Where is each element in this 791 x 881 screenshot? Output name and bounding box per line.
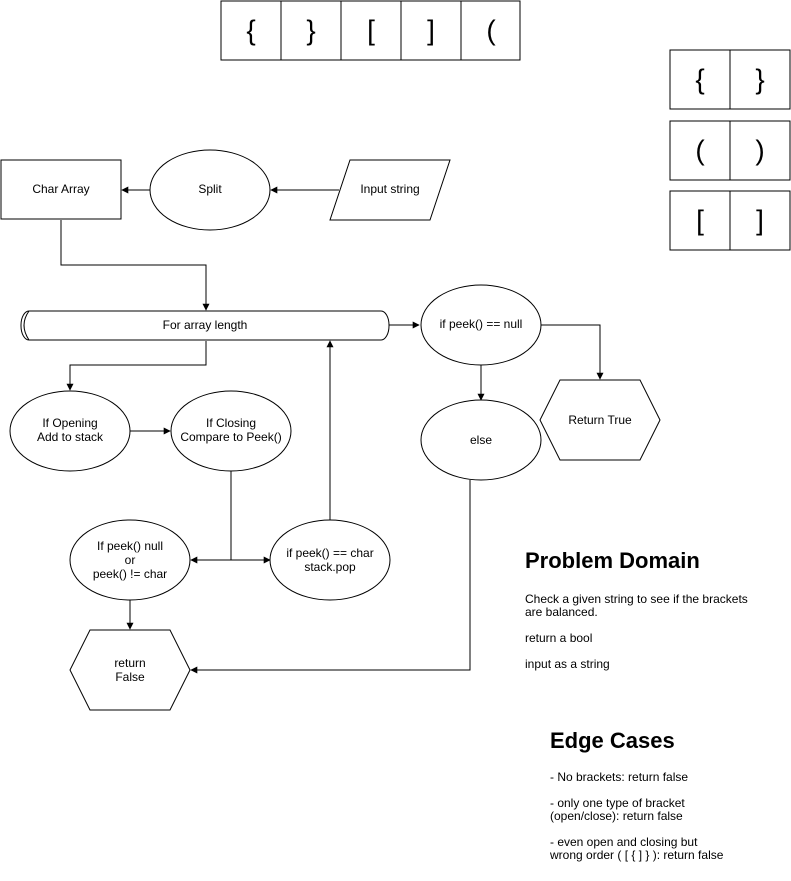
problem-domain-title: Problem Domain — [525, 548, 700, 573]
node-return-true: Return True — [539, 379, 661, 461]
node-label: Compare to Peek() — [180, 430, 281, 444]
edge-case-line: wrong order ( [ { ] } ): return false — [550, 848, 724, 862]
bracket-cell: { — [246, 14, 255, 45]
bracket-cell: [ — [696, 204, 704, 235]
node-label: If Opening — [42, 416, 97, 430]
node-peek-match: if peek() == char stack.pop — [269, 519, 391, 601]
problem-domain-line: return a bool — [525, 631, 593, 645]
node-label: If peek() null — [97, 539, 163, 553]
edge-case-line: (open/close): return false — [550, 809, 683, 823]
node-label: if peek() == null — [440, 317, 523, 331]
bracket-cell: ( — [486, 14, 496, 45]
edge-cases-title: Edge Cases — [550, 728, 675, 753]
problem-domain-line: are balanced. — [525, 605, 598, 619]
node-label: For array length — [163, 318, 248, 332]
node-peek-null-check: if peek() == null — [420, 284, 542, 366]
node-label: Char Array — [32, 182, 89, 196]
node-label: else — [470, 433, 492, 447]
node-char-array: Char Array — [0, 159, 122, 220]
problem-domain-line: Check a given string to see if the brack… — [525, 592, 748, 606]
connectors — [60, 186, 604, 674]
edge-case-line: - No brackets: return false — [550, 770, 689, 784]
node-label: Add to stack — [37, 430, 104, 444]
bracket-cell: ] — [427, 14, 435, 45]
bracket-cell: } — [755, 63, 764, 94]
problem-domain-note: Problem Domain Check a given string to s… — [525, 548, 775, 671]
node-label: False — [115, 670, 145, 684]
bracket-pair-curly: { } — [669, 49, 791, 110]
edge-else-to-false — [190, 480, 471, 674]
node-label: If Closing — [206, 416, 256, 430]
bracket-pair-round: ( ) — [669, 120, 791, 181]
bracket-cell: ) — [755, 134, 764, 165]
node-split: Split — [149, 149, 271, 231]
bracket-cell: ] — [756, 204, 764, 235]
edge-cases-note: Edge Cases - No brackets: return false -… — [550, 728, 785, 862]
bracket-pair-square: [ ] — [669, 190, 791, 251]
bracket-cell: [ — [367, 14, 375, 45]
bracket-strip: { } [ ] ( — [220, 0, 521, 61]
node-else: else — [420, 399, 542, 481]
node-label: if peek() == char — [286, 546, 373, 560]
edge-nullcheck-to-true — [540, 324, 604, 380]
node-label: or — [125, 553, 136, 567]
edge-chararray-to-loop — [60, 220, 210, 311]
node-peek-mismatch: If peek() null or peek() != char — [69, 519, 191, 601]
node-if-closing: If Closing Compare to Peek() — [170, 390, 292, 472]
node-label: Return True — [568, 413, 632, 427]
problem-domain-line: input as a string — [525, 657, 610, 671]
node-for-loop: For array length — [20, 310, 390, 341]
node-label: Split — [198, 182, 222, 196]
node-label: stack.pop — [304, 560, 356, 574]
node-if-opening: If Opening Add to stack — [9, 390, 131, 472]
edge-case-line: - even open and closing but — [550, 835, 698, 849]
bracket-cell: { — [695, 63, 704, 94]
edge-loop-to-opening — [66, 341, 207, 391]
node-label: Input string — [360, 182, 419, 196]
node-return-false: return False — [69, 629, 191, 711]
node-label: return — [114, 656, 145, 670]
edge-case-line: - only one type of bracket — [550, 796, 685, 810]
bracket-cell: ( — [695, 134, 705, 165]
node-label: peek() != char — [93, 567, 167, 581]
node-input-string: Input string — [329, 159, 451, 221]
bracket-cell: } — [306, 14, 315, 45]
